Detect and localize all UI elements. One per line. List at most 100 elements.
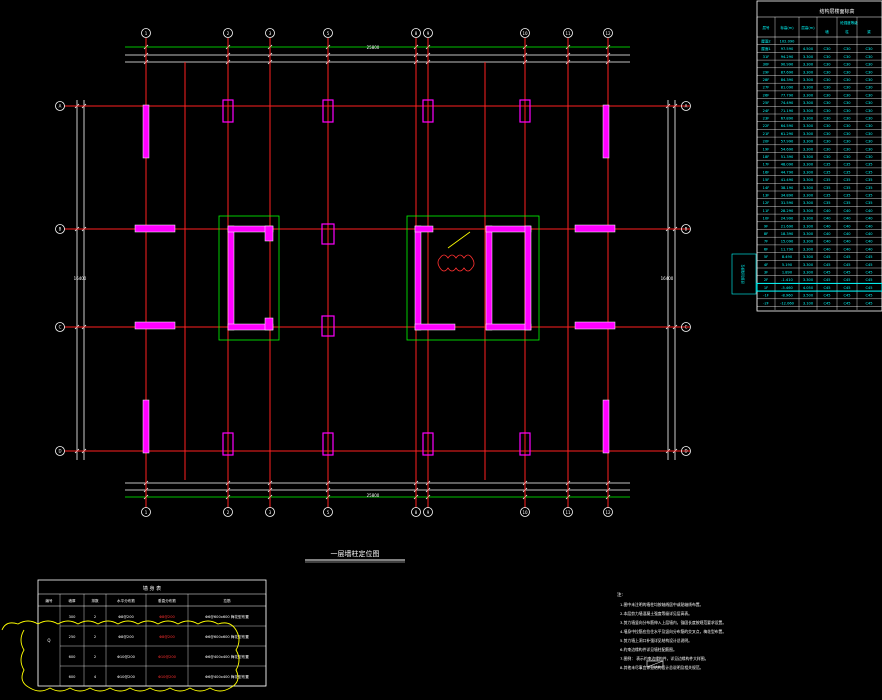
floor-height: 3.300 <box>803 124 814 128</box>
axis-label-bottom: 5 <box>327 510 330 515</box>
column-outline <box>321 315 335 337</box>
floor-elevation: 61.290 <box>781 132 794 136</box>
legend-cell: Φ10@200 <box>117 675 136 679</box>
wall-segment <box>414 225 422 331</box>
legend-symbol-hatch <box>646 660 664 668</box>
floor-elevation: 28.290 <box>781 209 794 213</box>
floor-grade-beam: C30 <box>865 124 873 128</box>
floor-height: 3.300 <box>803 132 814 136</box>
floor-elevation: 18.390 <box>781 232 794 236</box>
floor-grade-wall: C30 <box>823 140 831 144</box>
column-outline <box>422 432 434 456</box>
floor-grade-wall: C45 <box>823 286 830 290</box>
floor-elevation: 67.890 <box>781 117 794 121</box>
wall-segment <box>134 321 176 330</box>
legend-cell: 300 <box>69 615 77 619</box>
floor-height: 3.300 <box>803 109 814 113</box>
floor-elevation: 51.390 <box>781 155 794 159</box>
floor-grade-wall: C30 <box>823 132 831 136</box>
floor-elevation: -12.060 <box>780 301 795 305</box>
floor-grade-beam: C40 <box>865 217 873 221</box>
floor-elevation: 24.990 <box>781 217 794 221</box>
wall-segment <box>574 224 616 233</box>
floor-height: 3.300 <box>803 78 814 82</box>
floor-grade-wall: C35 <box>823 163 830 167</box>
current-floor-highlight <box>756 282 882 292</box>
note-line: 1.图中未注明的墙柱均按轴线居中或贴轴线布置。 <box>620 602 703 607</box>
floor-table-title: 结构层楼面标高 <box>819 8 854 15</box>
floor-grade-wall: C45 <box>823 278 830 282</box>
floor-grade-wall: C30 <box>823 63 831 67</box>
legend-cell: 600 <box>69 675 77 679</box>
floor-height: 3.300 <box>803 255 814 259</box>
floor-grade-col: C40 <box>843 224 851 228</box>
floor-grade-col: C30 <box>843 117 851 121</box>
axis-label-bottom: 10 <box>522 510 528 515</box>
floor-grade-wall: C35 <box>823 194 830 198</box>
axis-label-right: B <box>685 227 688 232</box>
legend-header: 垂直分布筋 <box>158 598 176 603</box>
column-outline <box>322 99 334 123</box>
axis-label-left: D <box>58 449 61 454</box>
wall-segment <box>227 225 235 331</box>
floor-name: -2F <box>763 301 769 305</box>
floor-grade-beam: C30 <box>865 155 873 159</box>
floor-grade-beam: C45 <box>865 271 872 275</box>
floor-grade-wall: C30 <box>823 117 831 121</box>
floor-elevation: 102.090 <box>780 40 796 44</box>
floor-height: 3.300 <box>803 147 814 151</box>
floor-name: 14F <box>763 186 770 190</box>
axis-label-top: 8 <box>415 31 418 36</box>
axis-bubble-bottom <box>563 507 573 517</box>
axis-label-left: C <box>59 325 62 330</box>
right-overall-dimension: 16400 <box>661 276 674 281</box>
floor-height: 3.300 <box>803 271 814 275</box>
floor-grade-wall: C30 <box>823 124 831 128</box>
floor-name: 2F <box>764 278 768 282</box>
wall-segment <box>602 399 610 454</box>
floor-grade-wall: C30 <box>823 78 831 82</box>
floor-elevation: 44.790 <box>781 170 794 174</box>
floor-grade-col: C30 <box>843 132 851 136</box>
floor-name: 30F <box>763 63 770 67</box>
floor-grade-col: C35 <box>843 178 850 182</box>
wall-segment <box>485 323 532 331</box>
header-elevation: 标高(m) <box>780 25 794 30</box>
legend-cell: Φ8@200 <box>159 615 175 619</box>
floor-name: 31F <box>763 55 770 59</box>
floor-grade-wall: C30 <box>823 109 831 113</box>
floor-height: 3.300 <box>803 170 814 174</box>
floor-grade-wall: C45 <box>823 255 830 259</box>
floor-elevation: 84.390 <box>781 78 794 82</box>
floor-grade-beam: C40 <box>865 247 873 251</box>
floor-name: 15F <box>763 178 770 182</box>
floor-height: 3.100 <box>803 301 814 305</box>
note-line: 4.墙身中拉筋应拉住水平及竖向分布筋的交叉点，梅花型布置。 <box>620 629 726 634</box>
floor-name: 12F <box>763 201 770 205</box>
axis-label-bottom: 9 <box>427 510 430 515</box>
floor-name: 17F <box>763 163 770 167</box>
legend-cell: Φ6@600x600 梅花型布置 <box>205 614 249 619</box>
axis-bubble-top <box>141 28 151 38</box>
floor-grade-wall: C45 <box>823 294 830 298</box>
floor-grade-wall: C40 <box>823 240 831 244</box>
floor-elevation: 8.490 <box>782 255 793 259</box>
floor-name: 16F <box>763 170 770 174</box>
side-label-box <box>731 253 757 295</box>
floor-grade-col: C30 <box>843 63 851 67</box>
floor-grade-col: C35 <box>843 170 850 174</box>
floor-name: 9F <box>764 224 768 228</box>
wall-segment <box>134 224 176 233</box>
axis-label-bottom: 12 <box>605 510 611 515</box>
floor-height: 3.300 <box>803 194 814 198</box>
header-wall: 墙 <box>825 29 829 34</box>
legend-border <box>37 579 267 687</box>
axis-bubble-bottom <box>223 507 233 517</box>
wall-segment <box>142 399 150 454</box>
floor-name: 1F <box>764 286 768 290</box>
axis-bubble-bottom <box>323 507 333 517</box>
legend-cell: 2 <box>94 615 96 619</box>
note-line: 3.剪力墙竖向分布筋伸入上层墙内，锚固长度按规范要求设置。 <box>620 620 726 625</box>
legend-header: 排数 <box>91 598 99 603</box>
